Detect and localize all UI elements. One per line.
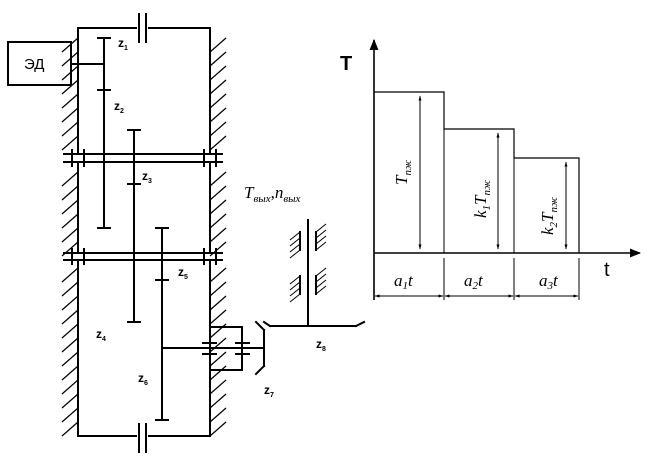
time-label-2: a2t bbox=[464, 271, 484, 292]
gear-label-z7: z7 bbox=[264, 383, 274, 399]
load-label-3: k2Tпж bbox=[538, 196, 560, 235]
y-axis-label: T bbox=[340, 53, 352, 75]
gear-label-z2: z2 bbox=[114, 99, 124, 115]
output-label-separator: , bbox=[271, 183, 275, 202]
time-label-1: a1t bbox=[394, 271, 414, 292]
gear-label-z8: z8 bbox=[316, 337, 326, 353]
load-label-1: Tпж bbox=[392, 159, 414, 185]
svg-text:Tвых,nвых: Tвых,nвых bbox=[244, 183, 301, 205]
svg-text:k2Tпж: k2Tпж bbox=[538, 196, 560, 235]
wall-hatching bbox=[61, 37, 227, 437]
load-graph: T t Tпж k1Tпж k2Tпж a1t a2t a3t bbox=[340, 38, 642, 300]
motor-label: ЭД bbox=[24, 56, 44, 73]
load-step-profile bbox=[374, 91, 580, 253]
load-label-2: k1Tпж bbox=[471, 179, 493, 218]
gear-label-z5: z5 bbox=[178, 265, 188, 281]
gear-label-z4: z4 bbox=[96, 327, 106, 343]
svg-text:k1Tпж: k1Tпж bbox=[471, 179, 493, 218]
time-label-3: a3t bbox=[539, 271, 559, 292]
output-torque-symbol: T bbox=[244, 183, 255, 202]
gear-set bbox=[97, 37, 366, 421]
output-shaft-label: Tвых,nвых bbox=[244, 183, 301, 205]
shafts bbox=[63, 149, 223, 265]
output-speed-symbol: n bbox=[275, 183, 284, 202]
gear-labels: z1 z2 z3 z4 z5 z6 z7 z8 bbox=[96, 36, 326, 399]
gear-label-z1: z1 bbox=[118, 36, 128, 52]
gear-label-z3: z3 bbox=[142, 169, 152, 185]
output-torque-subscript: вых bbox=[253, 193, 270, 205]
motor: ЭД bbox=[7, 41, 105, 86]
gear-label-z6: z6 bbox=[138, 371, 148, 387]
output-speed-subscript: вых bbox=[283, 193, 300, 205]
x-axis-label: t bbox=[604, 259, 610, 281]
svg-text:Tпж: Tпж bbox=[392, 159, 414, 185]
